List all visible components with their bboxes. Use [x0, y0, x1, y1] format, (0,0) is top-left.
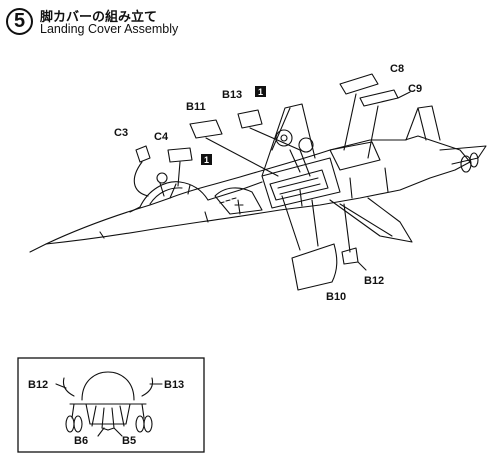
inset-detail: B12 B13 B6 B5 — [17, 357, 205, 453]
callout-c8: C8 — [390, 63, 404, 75]
step-title-japanese: 脚カバーの組み立て — [40, 10, 158, 25]
callout-b11: B11 — [186, 101, 206, 113]
callout-b12: B12 — [364, 275, 384, 287]
inset-callout-b6: B6 — [74, 435, 88, 447]
note-marker-b — [201, 154, 212, 165]
inset-callout-b13: B13 — [164, 379, 184, 391]
inset-callout-b5: B5 — [122, 435, 136, 447]
callout-c3: C3 — [114, 127, 128, 139]
parts-and-leaders — [133, 73, 411, 291]
callout-b13: B13 — [222, 89, 242, 101]
callout-c9: C9 — [408, 83, 422, 95]
note-marker-a — [255, 86, 266, 97]
callout-b10: B10 — [326, 291, 346, 303]
callout-c4: C4 — [154, 131, 169, 143]
step-number: 5 — [13, 10, 26, 32]
note-marker-b-text: 1 — [204, 155, 209, 165]
step-title-english: Landing Cover Assembly — [40, 22, 179, 36]
aircraft-drawing — [29, 103, 487, 253]
step-number-badge: 5 — [6, 8, 33, 35]
note-marker-a-text: 1 — [258, 87, 263, 97]
inset-callout-b12: B12 — [28, 379, 48, 391]
